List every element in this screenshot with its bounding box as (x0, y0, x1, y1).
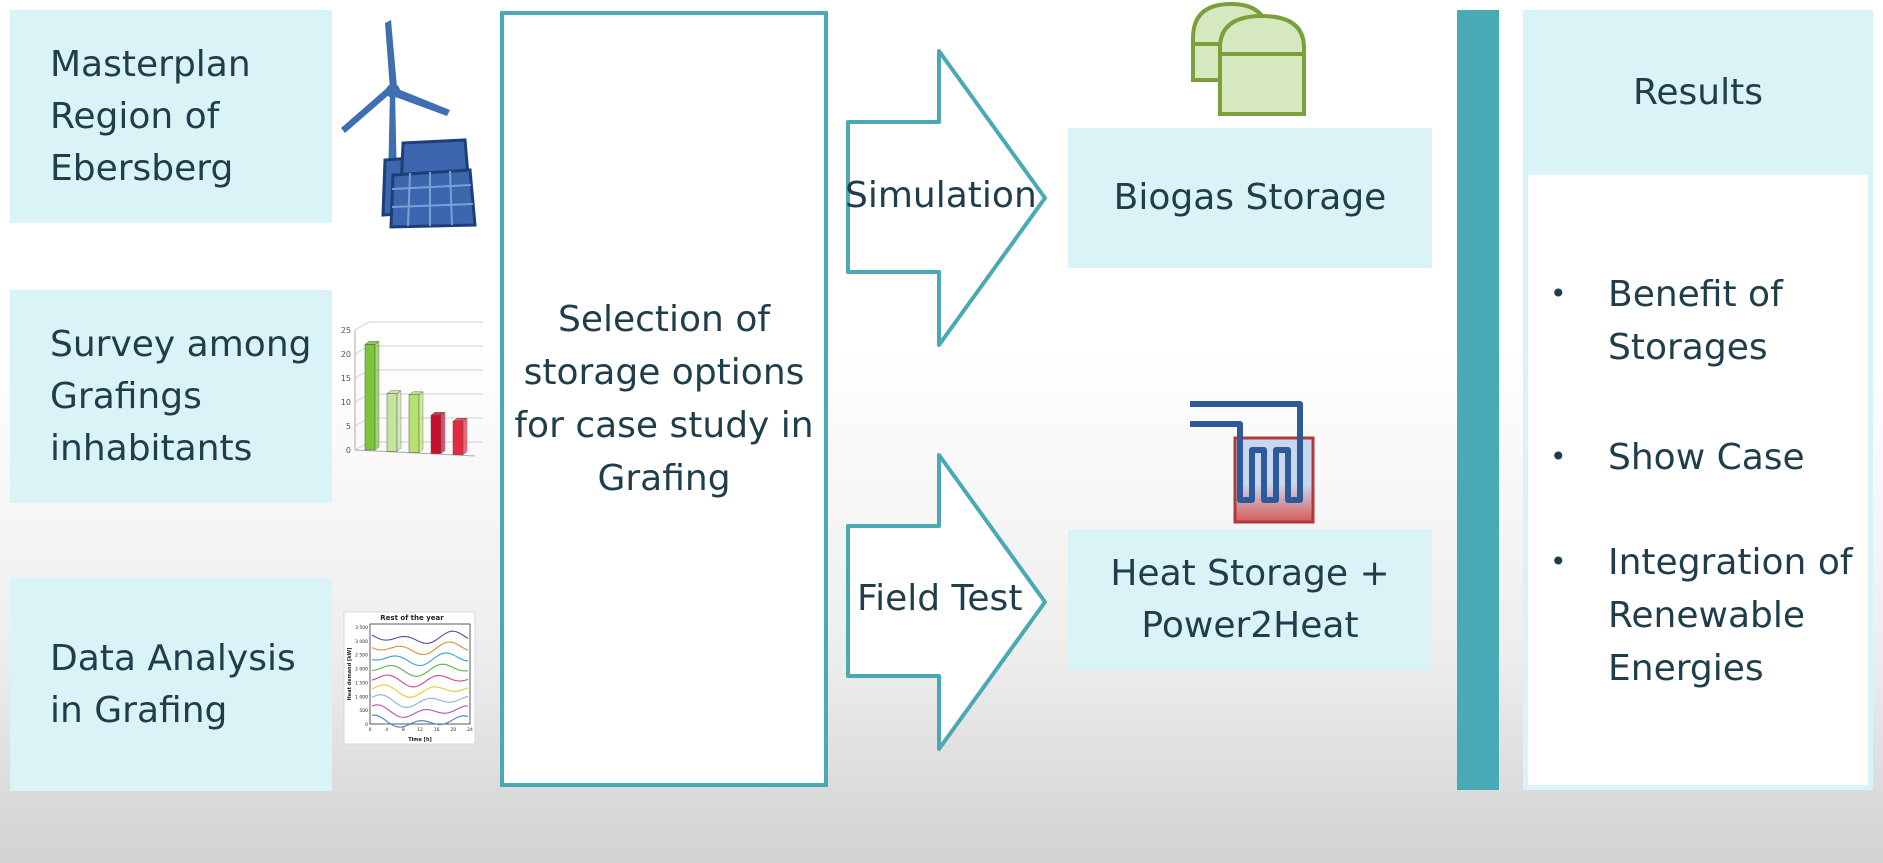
survey-bar (452, 417, 468, 456)
biogas-storage-box: Biogas Storage (1068, 128, 1432, 268)
simulation-label: Simulation (845, 175, 1037, 216)
y-tick-label: 3 500 (355, 625, 368, 631)
heat-series-line (371, 641, 469, 656)
field-test-arrow (846, 453, 1047, 751)
input-survey-label: Survey among Grafings inhabitants (50, 323, 312, 469)
x-tick-label: 8 (402, 727, 405, 733)
heat-series-line (371, 684, 469, 698)
result-item: Benefit of Storages (1608, 274, 1783, 368)
heat-storage-icon (1190, 401, 1315, 524)
results-list: • Benefit of Storages • Show Case • Inte… (1523, 170, 1873, 790)
y-tick-label: 3 000 (355, 639, 368, 645)
y-tick-label: 0 (365, 722, 368, 728)
biogas-tank-icon (1191, 1, 1306, 116)
y-tick-label: 10 (341, 398, 351, 407)
biogas-storage-label: Biogas Storage (1113, 177, 1387, 218)
plot-area (369, 623, 471, 725)
results-heading-box: Results (1523, 10, 1873, 175)
bullet-icon: • (1550, 440, 1567, 473)
y-tick-label: 5 (346, 422, 351, 431)
x-tick-label: 0 (369, 727, 372, 733)
heat-series-line (371, 652, 469, 667)
result-item: Show Case (1608, 437, 1805, 478)
input-masterplan-label: Masterplan Region of Ebersberg (50, 43, 251, 189)
bullet-icon: • (1550, 545, 1567, 578)
heat-series-line (371, 663, 469, 677)
grid-line (354, 321, 370, 331)
y-tick-label: 20 (341, 350, 351, 359)
heat-series-line (371, 704, 469, 718)
x-tick-label: 4 (385, 727, 388, 733)
heat-series-line (371, 694, 469, 708)
survey-bar (408, 391, 424, 453)
survey-bar (364, 340, 380, 451)
survey-bar-chart: 25 20 15 10 5 0 (341, 321, 483, 457)
y-tick-label: 2 500 (355, 653, 368, 659)
selection-label: Selection of storage options for case st… (514, 299, 814, 499)
input-masterplan: Masterplan Region of Ebersberg (10, 10, 332, 223)
results-heading: Results (1633, 72, 1763, 113)
heat-series-line (371, 630, 469, 644)
separator-bar (1457, 10, 1499, 790)
x-tick-label: 24 (467, 727, 473, 733)
y-tick-label: 0 (346, 446, 351, 455)
simulation-arrow (846, 49, 1047, 347)
heat-chart-ylabel: Heat demand [kW] (347, 648, 353, 701)
input-data-analysis: Data Analysis in Grafing (10, 578, 332, 791)
input-survey: Survey among Grafings inhabitants (10, 290, 332, 503)
heat-chart-title: Rest of the year (380, 614, 444, 622)
survey-bar (386, 390, 402, 452)
heat-series-line (371, 674, 469, 688)
heat-chart-xlabel: Time [h] (408, 737, 432, 743)
y-tick-label: 15 (341, 374, 351, 383)
y-tick-label: 500 (359, 708, 368, 714)
heat-series-line (372, 714, 469, 728)
x-tick-label: 12 (417, 727, 423, 733)
y-tick-label: 2 000 (355, 667, 368, 673)
survey-bar (430, 411, 446, 455)
y-tick-label: 1 500 (355, 680, 368, 686)
chart-frame (343, 611, 476, 745)
selection-box: Selection of storage options for case st… (500, 11, 828, 787)
bullet-icon: • (1550, 277, 1567, 310)
y-tick-label: 25 (341, 326, 351, 335)
x-tick-label: 16 (434, 727, 440, 733)
x-tick-label: 20 (450, 727, 456, 733)
wind-solar-icon (341, 20, 477, 229)
result-item: Integration of Renewable Energies (1608, 542, 1853, 689)
y-tick-label: 1 000 (355, 694, 368, 700)
heat-storage-box: Heat Storage + Power2Heat (1068, 530, 1432, 670)
heat-storage-label: Heat Storage + Power2Heat (1110, 553, 1390, 646)
solar-panel-icon (381, 138, 477, 229)
input-data-analysis-label: Data Analysis in Grafing (50, 637, 296, 731)
field-test-label: Field Test (857, 578, 1023, 619)
heat-demand-line-chart: Rest of the year 3 500 3 000 2 500 2 000 1 50… (343, 611, 476, 745)
